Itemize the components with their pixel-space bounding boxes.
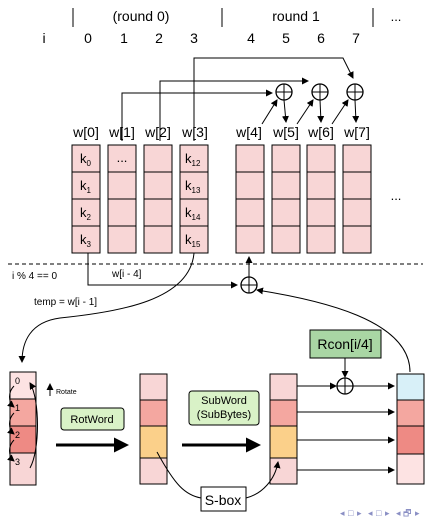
word-label: w[3] [181,124,208,140]
rcon-label: Rcon[i/4] [317,336,372,352]
word-label: w[4] [235,124,262,140]
temp-result-column [396,373,425,485]
index: 2 [155,30,163,46]
word-column-2 [143,144,173,254]
key-byte: k12 [185,151,201,168]
header-ellipsis: ... [391,9,402,24]
word-column-5 [271,144,301,254]
word-label: w[1] [108,124,135,140]
nav-frame-icon[interactable]: □ [348,508,354,518]
key-byte: k3 [80,232,92,249]
index: 5 [282,30,290,46]
word-column-3: k12 k13 k14 k15 [179,144,209,254]
subword-label: SubWord [201,395,247,407]
word-columns: k0 k1 k2 k3 ... k12 k13 k14 [71,144,402,254]
byte-stack: 0 1 2 3 [7,371,38,486]
nav-next-icon[interactable]: ▸ [385,508,390,518]
rotated-word-column [139,373,168,485]
nav-prev-icon[interactable]: ◂ [340,508,345,518]
feedback-curve [256,287,411,373]
column-ellipsis: ... [117,150,128,165]
result-arrows [297,382,395,474]
word-column-0: k0 k1 k2 k3 [71,144,101,254]
rotword-label: RotWord [70,414,113,426]
i-mod-label: i % 4 == 0 [12,271,57,282]
key-byte: k2 [80,205,92,222]
key-byte: k1 [80,178,92,195]
word-label: w[6] [307,124,334,140]
key-byte: k13 [185,178,201,195]
rcon-step: Rcon[i/4] [309,329,382,395]
nav-next-icon[interactable]: ▸ [415,508,420,518]
subbytes-label: (SubBytes) [197,409,251,421]
index: 0 [84,30,92,46]
index: 6 [317,30,325,46]
right-ellipsis: ... [391,188,402,203]
rcon-box [309,329,382,359]
word-column-4 [235,144,265,254]
sbox-loop: S-box [156,451,281,512]
stack-index: 2 [15,430,20,440]
rotate-legend: Rotate [46,383,77,396]
word-label: w[7] [343,124,370,140]
stack-index: 1 [15,403,20,413]
index: 7 [352,30,360,46]
top-connectors [121,57,364,141]
key-byte: k14 [185,205,201,222]
slide-nav[interactable]: ◂ □ ▸ ◂ □ ▸ ◂ 🗗 ▸ [340,508,420,518]
word-label: w[0] [72,124,99,140]
index: 1 [120,30,128,46]
nav-next-icon[interactable]: ▸ [357,508,362,518]
i-label: i [42,30,45,46]
round0-label: (round 0) [113,8,170,24]
key-byte: k15 [185,232,201,249]
key-byte: k0 [80,151,92,168]
rotword-box [60,407,125,431]
sbox-box [200,486,247,512]
subword-step: SubWord (SubBytes) [182,390,261,453]
word-label: w[5] [272,124,299,140]
temp-label: temp = w[i - 1] [34,297,97,308]
nav-section-icon[interactable]: □ [376,508,382,518]
word-column-1: ... [107,144,137,254]
index: 3 [190,30,198,46]
middle-section: i % 4 == 0 w[i - 4] temp = w[i - 1] [8,252,423,363]
round1-label: round 1 [272,8,320,24]
nav-prev-icon[interactable]: ◂ [396,508,401,518]
rotate-label: Rotate [56,389,77,396]
stack-index: 0 [15,376,20,386]
subword-box [188,390,260,426]
stack-index: 3 [15,457,20,467]
word-column-6 [306,144,336,254]
substituted-word-column [269,373,298,485]
nav-prev-icon[interactable]: ◂ [368,508,373,518]
word-labels: w[0] w[1] w[2] w[3] w[4] w[5] w[6] w[7] [72,124,370,140]
word-column-7 [342,144,372,254]
header: (round 0) round 1 ... i 0 1 2 3 4 5 6 7 [42,8,401,46]
word-label: w[2] [144,124,171,140]
index: 4 [247,30,255,46]
w-i-minus-4-label: w[i - 4] [111,269,142,280]
sbox-label: S-box [205,492,242,508]
nav-window-icon[interactable]: 🗗 [403,508,411,518]
rotword-step: RotWord [56,407,129,453]
